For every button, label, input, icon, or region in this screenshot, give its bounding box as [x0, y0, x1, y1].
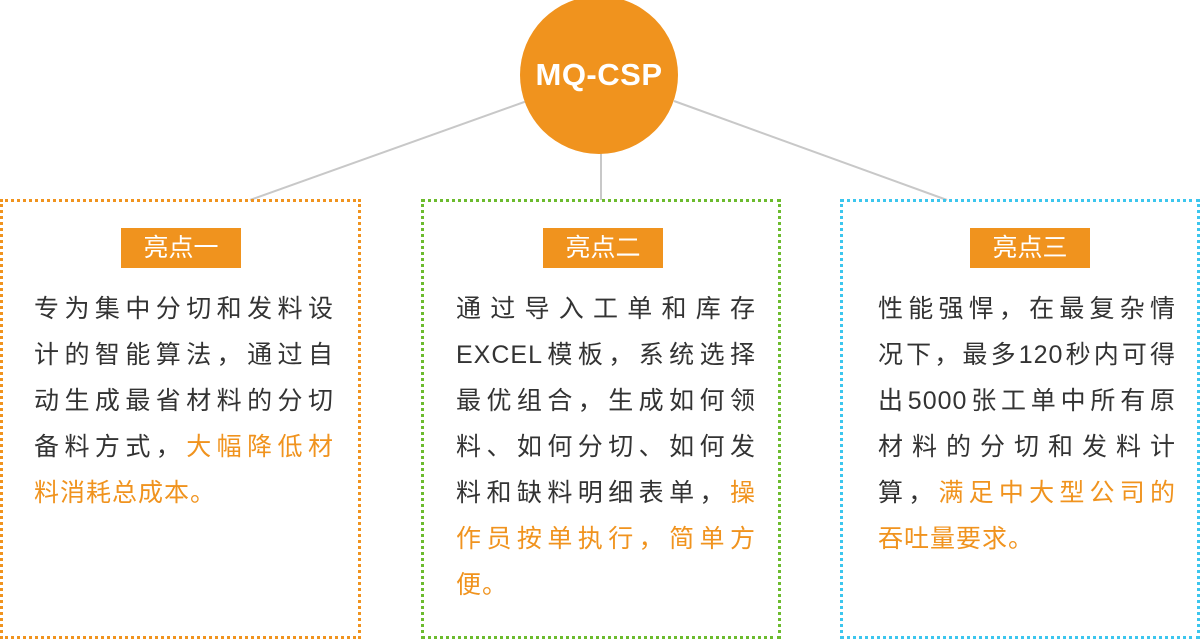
text-line: 作员按单执行，简单方: [456, 516, 756, 562]
text-line: 材料的分切和发料计: [878, 424, 1176, 470]
highlight-text: 操: [729, 479, 756, 507]
text-line: 料、如何分切、如何发: [456, 424, 756, 470]
text-line: 出5000张工单中所有原: [878, 378, 1176, 424]
hub-label: MQ-CSP: [535, 57, 663, 92]
body-text: 材料的分切和发料计: [878, 433, 1176, 461]
highlight-card-2: 亮点二 通过导入工单和库存 EXCEL模板，系统选择最优组合，生成如何领料、如何分…: [421, 199, 781, 639]
text-line: 专为集中分切和发料设: [34, 286, 334, 332]
highlight-text: 便。: [456, 571, 509, 599]
highlight-card-3: 亮点三 性能强悍，在最复杂情况下，最多120秒内可得出5000张工单中所有原材料…: [840, 199, 1200, 639]
body-text: 备料方式，: [34, 433, 187, 461]
body-text: 专为集中分切和发料设: [34, 295, 334, 323]
text-line: 最优组合，生成如何领: [456, 378, 756, 424]
hub-circle: MQ-CSP: [520, 0, 678, 154]
body-text: 料、如何分切、如何发: [456, 433, 756, 461]
text-line: 吞吐量要求。: [878, 516, 1176, 562]
highlight-text: 满足中大型公司的: [938, 479, 1176, 507]
text-line: 通过导入工单和库存: [456, 286, 756, 332]
connector-line-3: [673, 100, 948, 201]
body-text: 最优组合，生成如何领: [456, 387, 756, 415]
highlight-text: 大幅降低材: [186, 433, 334, 461]
card-badge: 亮点一: [121, 228, 241, 268]
text-line: 料消耗总成本。: [34, 470, 334, 516]
highlight-card-1: 亮点一 专为集中分切和发料设计的智能算法，通过自动生成最省材料的分切备料方式，大…: [0, 199, 361, 639]
body-text: 出5000张工单中所有原: [878, 387, 1176, 415]
highlight-text: 料消耗总成本。: [34, 479, 217, 507]
body-text: 性能强悍，在最复杂情: [878, 295, 1176, 323]
body-text: 通过导入工单和库存: [456, 295, 756, 323]
highlight-text: 作员按单执行，简单方: [456, 525, 756, 553]
body-text: EXCEL模板，系统选择: [456, 341, 756, 369]
text-line: 备料方式，大幅降低材: [34, 424, 334, 470]
card-badge: 亮点三: [970, 228, 1090, 268]
card-body: 通过导入工单和库存 EXCEL模板，系统选择最优组合，生成如何领料、如何分切、如何…: [456, 286, 756, 608]
body-text: 况下，最多120秒内可得: [878, 341, 1176, 369]
text-line: 算，满足中大型公司的: [878, 470, 1176, 516]
text-line: EXCEL模板，系统选择: [456, 332, 756, 378]
highlight-text: 吞吐量要求。: [878, 525, 1035, 553]
text-line: 计的智能算法，通过自: [34, 332, 334, 378]
card-badge: 亮点二: [543, 228, 663, 268]
body-text: 算，: [878, 479, 939, 507]
text-line: 便。: [456, 562, 756, 608]
card-body: 专为集中分切和发料设计的智能算法，通过自动生成最省材料的分切备料方式，大幅降低材…: [34, 286, 334, 516]
connector-line-1: [249, 100, 528, 201]
body-text: 动生成最省材料的分切: [34, 387, 334, 415]
card-body: 性能强悍，在最复杂情况下，最多120秒内可得出5000张工单中所有原材料的分切和…: [878, 286, 1176, 562]
text-line: 况下，最多120秒内可得: [878, 332, 1176, 378]
body-text: 料和缺料明细表单，: [456, 479, 730, 507]
text-line: 料和缺料明细表单，操: [456, 470, 756, 516]
text-line: 动生成最省材料的分切: [34, 378, 334, 424]
text-line: 性能强悍，在最复杂情: [878, 286, 1176, 332]
body-text: 计的智能算法，通过自: [34, 341, 334, 369]
connector-lines: [249, 100, 948, 201]
